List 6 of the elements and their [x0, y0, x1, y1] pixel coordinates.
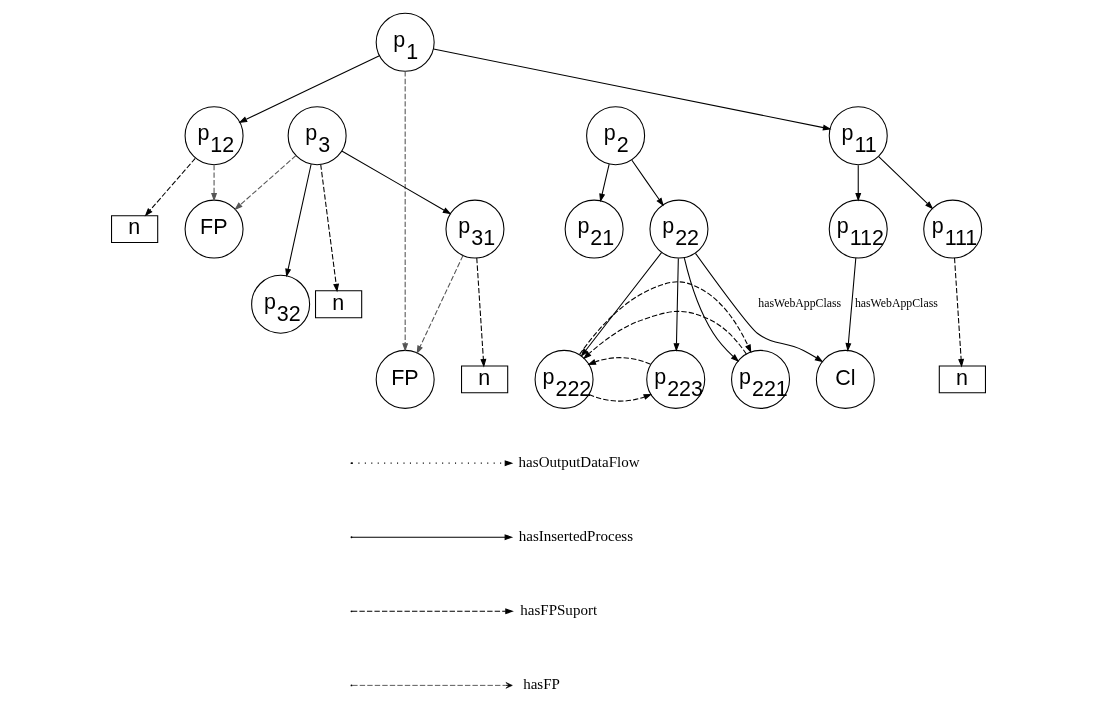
legend-label: hasOutputDataFlow	[518, 453, 640, 470]
legend-label: hasInsertedProcess	[518, 527, 633, 544]
edge-label: hasWebAppClass	[757, 295, 841, 310]
edge-label: hasWebAppClass	[854, 295, 938, 310]
legend-label: hasFPSuport	[519, 601, 597, 618]
legend-label: hasFP	[522, 675, 560, 692]
